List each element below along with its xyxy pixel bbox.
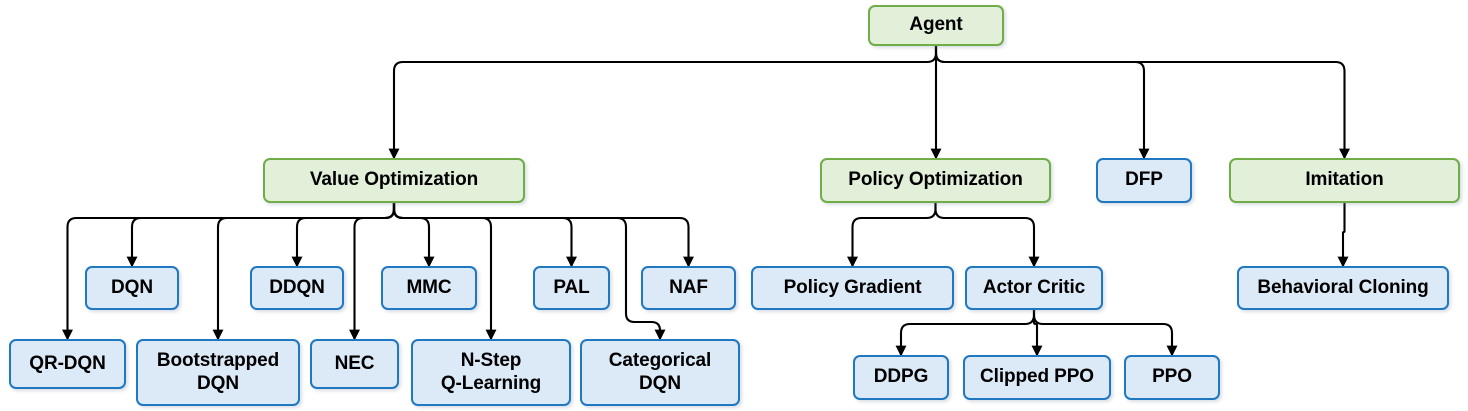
node-nec[interactable]: NEC	[310, 339, 399, 389]
node-pal[interactable]: PAL	[533, 266, 610, 310]
edge-agent-to-value_optimization	[388, 46, 938, 160]
edge-actor_critic-to-ppo	[1032, 310, 1178, 357]
node-value_optimization[interactable]: Value Optimization	[263, 158, 525, 203]
edge-value_optimization-to-ddqn	[291, 203, 396, 268]
node-bootstrapped_dqn[interactable]: Bootstrapped DQN	[136, 339, 300, 406]
edge-imitation-to-behavioral_cloning	[1337, 203, 1349, 268]
node-qr_dqn[interactable]: QR-DQN	[9, 339, 126, 389]
edge-actor_critic-to-ddpg	[895, 310, 1036, 357]
node-naf[interactable]: NAF	[641, 266, 736, 310]
edge-value_optimization-to-dqn	[126, 203, 396, 268]
node-clipped_ppo[interactable]: Clipped PPO	[963, 355, 1111, 400]
edge-policy_optimization-to-actor_critic	[934, 203, 1040, 268]
node-dfp[interactable]: DFP	[1096, 158, 1192, 203]
edge-agent-to-dfp	[934, 46, 1150, 160]
node-n_step_q_learning[interactable]: N-Step Q-Learning	[411, 339, 571, 406]
node-mmc[interactable]: MMC	[381, 266, 477, 310]
edge-actor_critic-to-clipped_ppo	[1031, 310, 1043, 357]
node-ppo[interactable]: PPO	[1124, 355, 1220, 400]
node-imitation[interactable]: Imitation	[1229, 158, 1460, 203]
edge-agent-to-imitation	[934, 46, 1350, 160]
edge-value_optimization-to-mmc	[392, 203, 435, 268]
node-dqn[interactable]: DQN	[85, 266, 179, 310]
node-ddqn[interactable]: DDQN	[250, 266, 344, 310]
edge-value_optimization-to-pal	[392, 203, 577, 268]
edge-policy_optimization-to-policy_gradient	[847, 203, 937, 268]
node-categorical_dqn[interactable]: Categorical DQN	[580, 339, 740, 406]
edge-value_optimization-to-naf	[392, 203, 694, 268]
node-actor_critic[interactable]: Actor Critic	[965, 266, 1103, 310]
node-policy_optimization[interactable]: Policy Optimization	[820, 158, 1051, 203]
node-behavioral_cloning[interactable]: Behavioral Cloning	[1237, 266, 1449, 310]
node-agent[interactable]: Agent	[868, 5, 1004, 46]
node-policy_gradient[interactable]: Policy Gradient	[751, 266, 954, 310]
node-ddpg[interactable]: DDPG	[853, 355, 949, 400]
